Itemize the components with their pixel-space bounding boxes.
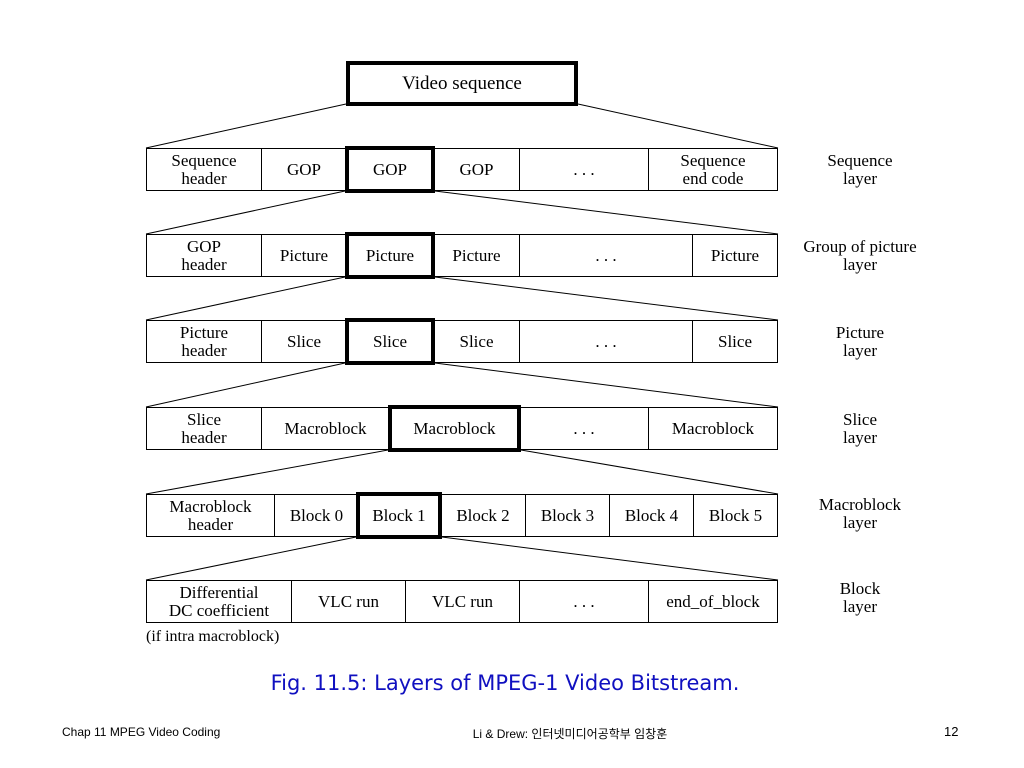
connector-line xyxy=(434,276,779,321)
slice-cell: Slice xyxy=(692,320,778,363)
differential-dc-coefficient-cell: Differential DC coefficient xyxy=(146,580,292,623)
connector-line xyxy=(145,449,389,495)
macroblock-cell: Macroblock xyxy=(261,407,390,450)
footer-page-number: 12 xyxy=(944,724,959,739)
block-4-cell: Block 4 xyxy=(609,494,694,537)
macroblock-cell-highlighted: Macroblock xyxy=(388,405,521,452)
slice-header-cell: Slice header xyxy=(146,407,262,450)
slice-cell: Slice xyxy=(261,320,347,363)
sequence-end-code-cell: Sequence end code xyxy=(648,148,778,191)
block-0-cell: Block 0 xyxy=(274,494,359,537)
ellipsis-cell: . . . xyxy=(519,407,649,450)
picture-layer-label: Picture layer xyxy=(835,323,885,360)
block-layer-label: Block layer xyxy=(839,579,881,616)
block-5-cell: Block 5 xyxy=(693,494,778,537)
picture-cell: Picture xyxy=(692,234,778,277)
group-of-picture-layer-label: Group of picture layer xyxy=(803,237,917,274)
end-of-block-cell: end_of_block xyxy=(648,580,778,623)
connector-line xyxy=(434,362,779,408)
connector-line xyxy=(577,103,779,149)
vlc-run-cell: VLC run xyxy=(405,580,520,623)
connector-line xyxy=(145,190,346,235)
picture-cell-highlighted: Picture xyxy=(345,232,435,279)
gop-cell: GOP xyxy=(433,148,520,191)
picture-header-cell: Picture header xyxy=(146,320,262,363)
macroblock-layer-label: Macroblock layer xyxy=(818,495,902,532)
connector-line xyxy=(520,449,779,495)
figure-caption: Fig. 11.5: Layers of MPEG-1 Video Bitstr… xyxy=(270,671,740,695)
picture-cell: Picture xyxy=(261,234,347,277)
ellipsis-cell: . . . xyxy=(519,148,649,191)
intra-macroblock-note: (if intra macroblock) xyxy=(146,628,280,645)
video-sequence-box: Video sequence xyxy=(346,61,578,106)
gop-header-cell: GOP header xyxy=(146,234,262,277)
vlc-run-cell: VLC run xyxy=(291,580,406,623)
picture-cell: Picture xyxy=(433,234,520,277)
connector-line xyxy=(434,190,779,235)
block-2-cell: Block 2 xyxy=(440,494,526,537)
block-1-cell-highlighted: Block 1 xyxy=(356,492,442,539)
footer-chapter: Chap 11 MPEG Video Coding xyxy=(62,725,221,739)
slice-cell: Slice xyxy=(433,320,520,363)
sequence-header-cell: Sequence header xyxy=(146,148,262,191)
macroblock-header-cell: Macroblock header xyxy=(146,494,275,537)
connector-line xyxy=(145,536,357,581)
footer-authors: Li & Drew: 인터넷미디어공학부 임창훈 xyxy=(472,727,668,741)
ellipsis-cell: . . . xyxy=(519,234,693,277)
slice-layer-label: Slice layer xyxy=(843,410,877,447)
ellipsis-cell: . . . xyxy=(519,320,693,363)
connector-line xyxy=(145,103,347,149)
ellipsis-cell: . . . xyxy=(519,580,649,623)
connector-line xyxy=(441,536,779,581)
gop-cell-highlighted: GOP xyxy=(345,146,435,193)
macroblock-cell: Macroblock xyxy=(648,407,778,450)
slice-cell-highlighted: Slice xyxy=(345,318,435,365)
connector-line xyxy=(145,276,346,321)
gop-cell: GOP xyxy=(261,148,347,191)
block-3-cell: Block 3 xyxy=(525,494,610,537)
connector-line xyxy=(145,362,346,408)
sequence-layer-label: Sequence layer xyxy=(827,151,893,188)
